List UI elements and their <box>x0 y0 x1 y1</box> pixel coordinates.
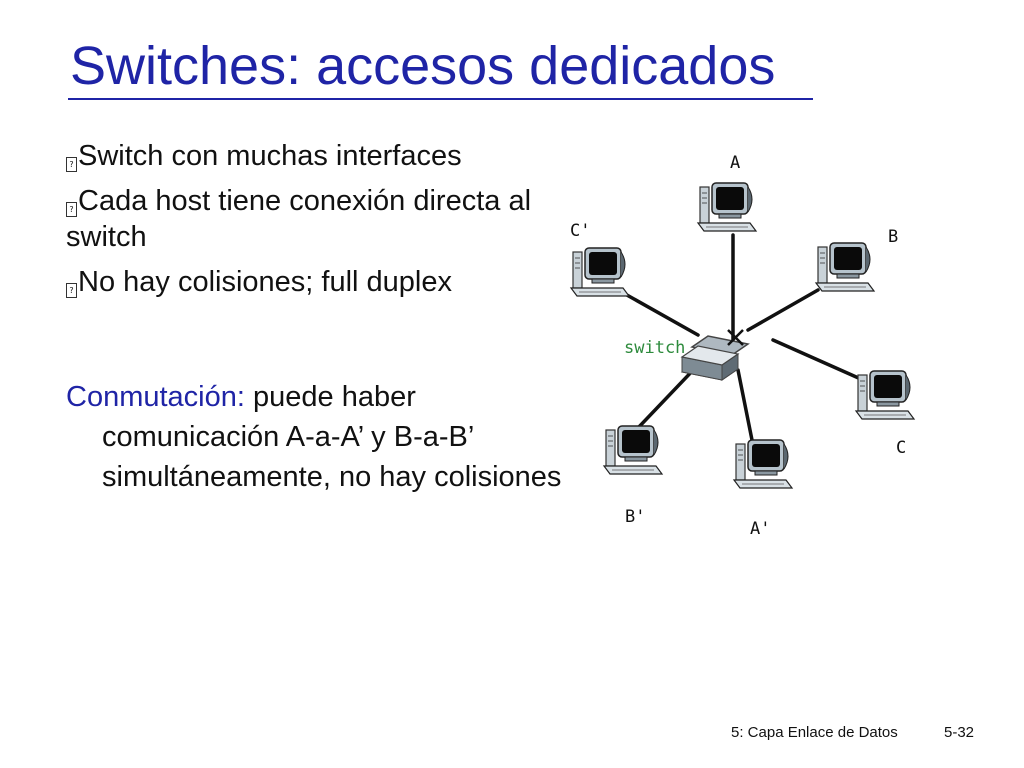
bullet-text: Switch con muchas interfaces <box>78 140 462 172</box>
switch-network-diagram: switch A B C A' B' C' <box>570 153 915 539</box>
host-label: A' <box>750 519 770 539</box>
host-label: A <box>730 153 740 173</box>
note-keyword: Conmutación: <box>66 381 245 413</box>
host-b: B <box>815 227 898 292</box>
bullet-list: ?Switch con muchas interfaces ?Cada host… <box>66 138 566 309</box>
bullet-text: No hay colisiones; full duplex <box>78 266 452 298</box>
computer-icon <box>570 247 630 297</box>
bullet-icon: ? <box>66 202 77 217</box>
computer-icon <box>855 370 915 420</box>
host-label: B' <box>625 507 645 527</box>
slide-title: Switches: accesos dedicados <box>70 36 776 96</box>
bullet-icon: ? <box>66 157 77 172</box>
bullet-item: ?Switch con muchas interfaces <box>66 138 566 174</box>
host-a-prime: A' <box>733 439 793 539</box>
host-label: B <box>888 227 898 247</box>
page-number: 5-32 <box>944 724 975 741</box>
note-first-line: puede haber <box>244 381 416 413</box>
bullet-item: ?Cada host tiene conexión directa al swi… <box>66 183 566 255</box>
computer-icon <box>603 425 663 475</box>
host-c: C <box>855 370 915 458</box>
network-links <box>616 233 865 447</box>
switching-note: Conmutación: puede haber comunicación A-… <box>66 377 586 497</box>
host-b-prime: B' <box>603 425 663 527</box>
switch-icon <box>680 329 750 381</box>
computer-icon <box>733 439 793 489</box>
host-label: C' <box>570 221 590 241</box>
title-underline <box>68 98 813 100</box>
note-body: comunicación A-a-A’ y B-a-B’ simultáneam… <box>102 421 562 493</box>
host-label: C <box>896 438 906 458</box>
bullet-icon: ? <box>66 283 77 298</box>
switch-label: switch <box>624 338 685 358</box>
bullet-item: ?No hay colisiones; full duplex <box>66 264 566 300</box>
host-a: A <box>697 153 757 232</box>
host-c-prime: C' <box>570 221 630 297</box>
computer-icon <box>697 182 757 232</box>
computer-icon <box>815 242 875 292</box>
footer-chapter: 5: Capa Enlace de Datos <box>731 724 898 741</box>
bullet-text: Cada host tiene conexión directa al swit… <box>66 185 532 253</box>
